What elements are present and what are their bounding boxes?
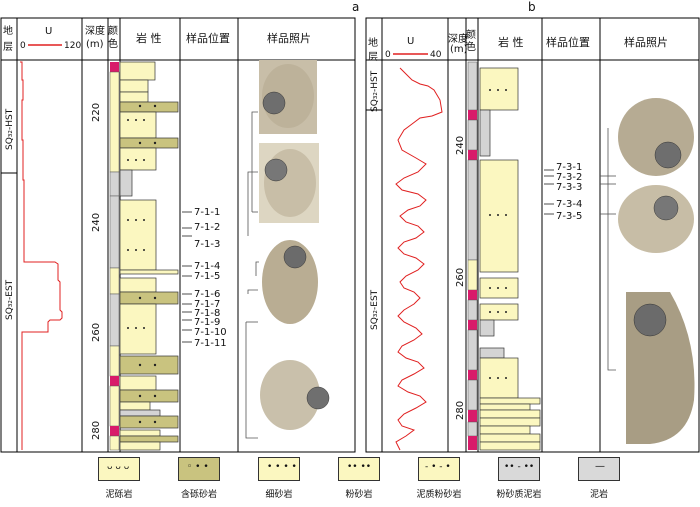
depth-axis-a: 220 240 260 280: [91, 60, 109, 452]
sample-7-1-11: 7-1-11: [194, 338, 227, 349]
legend-swatch-mud-conglomerate: ᴗ ᴗ ᴗ: [98, 457, 140, 481]
panel-b: b 地 层 U 0 40 深度 (m) 颜 色 岩 性 样品位置 样品照片 SQ…: [365, 0, 700, 453]
depth-tick-b-280: 280: [455, 401, 466, 420]
sample-photos-a: [259, 60, 330, 437]
depth-tick-260: 260: [91, 323, 102, 342]
sequence-est-b: SQ₃₂-EST: [370, 289, 380, 330]
header-layer-a1: 地: [3, 24, 13, 37]
header-color-a1: 颜: [108, 24, 118, 37]
gamma-max-a: 120: [64, 41, 81, 51]
legend-swatch-siltstone: •• ••: [338, 457, 380, 481]
legend-item-silty-mudstone: •• - •• 粉砂质泥岩: [484, 457, 554, 500]
sample-7-3-3: 7-3-3: [556, 182, 582, 193]
gamma-min-b: 0: [385, 50, 391, 60]
header-sample-photo-b: 样品照片: [624, 35, 668, 49]
sequence-hst-b: SQ₃₂-HST: [370, 70, 380, 112]
legend-label: 泥砾岩: [105, 490, 133, 500]
legend-label: 粉砂岩: [345, 490, 373, 500]
sample-7-3-4: 7-3-4: [556, 199, 582, 210]
header-depth-unit-a: (m): [86, 39, 104, 50]
depth-tick-b-260: 260: [455, 268, 466, 287]
legend-swatch-muddy-siltstone: - • - •: [418, 457, 460, 481]
depth-tick-220: 220: [91, 103, 102, 122]
sample-7-3-1: 7-3-1: [556, 162, 582, 173]
gamma-curve-b: [395, 67, 443, 451]
header-color-b1: 颜: [466, 28, 476, 41]
legend-item-pebbly-sandstone: ◦ • • 含砾砂岩: [164, 457, 234, 500]
lithology-legend: ᴗ ᴗ ᴗ 泥砾岩 ◦ • • 含砾砂岩 • • • • 细砂岩 •• •• 粉…: [84, 457, 644, 505]
sample-7-1-10: 7-1-10: [194, 327, 227, 338]
legend-swatch-fine-sandstone: • • • •: [258, 457, 300, 481]
lithology-column-a: [119, 61, 179, 451]
sample-7-1-7: 7-1-7: [194, 299, 220, 310]
header-sample-photo-a: 样品照片: [267, 31, 311, 45]
panel-a-letter: a: [352, 0, 359, 14]
sample-7-1-1: 7-1-1: [194, 207, 220, 218]
legend-item-mudstone: — 泥岩: [564, 457, 634, 500]
header-lithology-a: 岩 性: [136, 31, 162, 45]
legend-item-fine-sandstone: • • • • 细砂岩: [244, 457, 314, 500]
header-depth-unit-b: (m): [450, 44, 468, 55]
header-sample-pos-a: 样品位置: [186, 31, 230, 45]
panel-a: a 地 层 U 0 120 深度 (m) 颜 色 岩 性 样品位置 样品照片 S…: [0, 0, 359, 453]
header-lithology-b: 岩 性: [498, 35, 524, 49]
lithology-column-b: [479, 67, 541, 451]
depth-tick-280: 280: [91, 421, 102, 440]
legend-swatch-mudstone: —: [578, 457, 620, 481]
gamma-curve-a: [20, 61, 63, 450]
sequence-hst-a: SQ₃₂-HST: [5, 108, 15, 150]
lithology-dots-a: [127, 104, 157, 424]
color-column-b: [467, 61, 478, 450]
sample-photos-b: [617, 96, 697, 446]
panel-b-letter: b: [528, 0, 536, 14]
legend-item-siltstone: •• •• 粉砂岩: [324, 457, 394, 500]
gamma-label-a: U: [45, 26, 52, 37]
gamma-label-b: U: [407, 36, 414, 47]
sample-7-1-5: 7-1-5: [194, 271, 220, 282]
photo-links-a: [245, 111, 262, 439]
lithology-dots-b: [489, 89, 507, 379]
header-layer-b2: 层: [368, 51, 378, 63]
header-color-a2: 色: [108, 37, 118, 50]
sequence-est-a: SQ₃₂-EST: [5, 279, 15, 320]
sample-7-1-3: 7-1-3: [194, 239, 220, 250]
gamma-max-b: 40: [430, 50, 442, 60]
sample-7-1-4: 7-1-4: [194, 261, 220, 272]
depth-tick-240: 240: [91, 213, 102, 232]
legend-label: 粉砂质泥岩: [496, 490, 542, 500]
photo-links-b: [600, 128, 616, 371]
sample-7-3-2: 7-3-2: [556, 172, 582, 183]
legend-label: 泥岩: [589, 490, 608, 500]
sample-7-3-5: 7-3-5: [556, 211, 582, 222]
gamma-min-a: 0: [20, 41, 26, 51]
legend-label: 含砾砂岩: [180, 490, 217, 500]
header-depth-b: 深度: [448, 32, 468, 45]
header-sample-pos-b: 样品位置: [546, 35, 590, 49]
sample-7-1-9: 7-1-9: [194, 317, 220, 328]
color-column-a: [109, 62, 120, 451]
header-layer-b1: 地: [368, 36, 378, 49]
legend-swatch-silty-mudstone: •• - ••: [498, 457, 540, 481]
legend-label: 细砂岩: [265, 490, 293, 500]
sample-arrows-a: [182, 211, 192, 343]
sample-arrows-b: [544, 169, 554, 215]
sample-7-1-6: 7-1-6: [194, 289, 220, 300]
header-color-b2: 色: [466, 40, 476, 53]
depth-tick-b-240: 240: [455, 136, 466, 155]
depth-axis-b: 240 260 280: [455, 136, 466, 420]
sample-7-1-2: 7-1-2: [194, 222, 220, 233]
header-layer-a2: 层: [3, 41, 13, 53]
sample-7-1-8: 7-1-8: [194, 308, 220, 319]
legend-item-muddy-siltstone: - • - • 泥质粉砂岩: [404, 457, 474, 500]
legend-swatch-pebbly-sandstone: ◦ • •: [178, 457, 220, 481]
legend-item-mud-conglomerate: ᴗ ᴗ ᴗ 泥砾岩: [84, 457, 154, 500]
header-depth-a: 深度: [85, 24, 105, 37]
legend-label: 泥质粉砂岩: [416, 490, 462, 500]
